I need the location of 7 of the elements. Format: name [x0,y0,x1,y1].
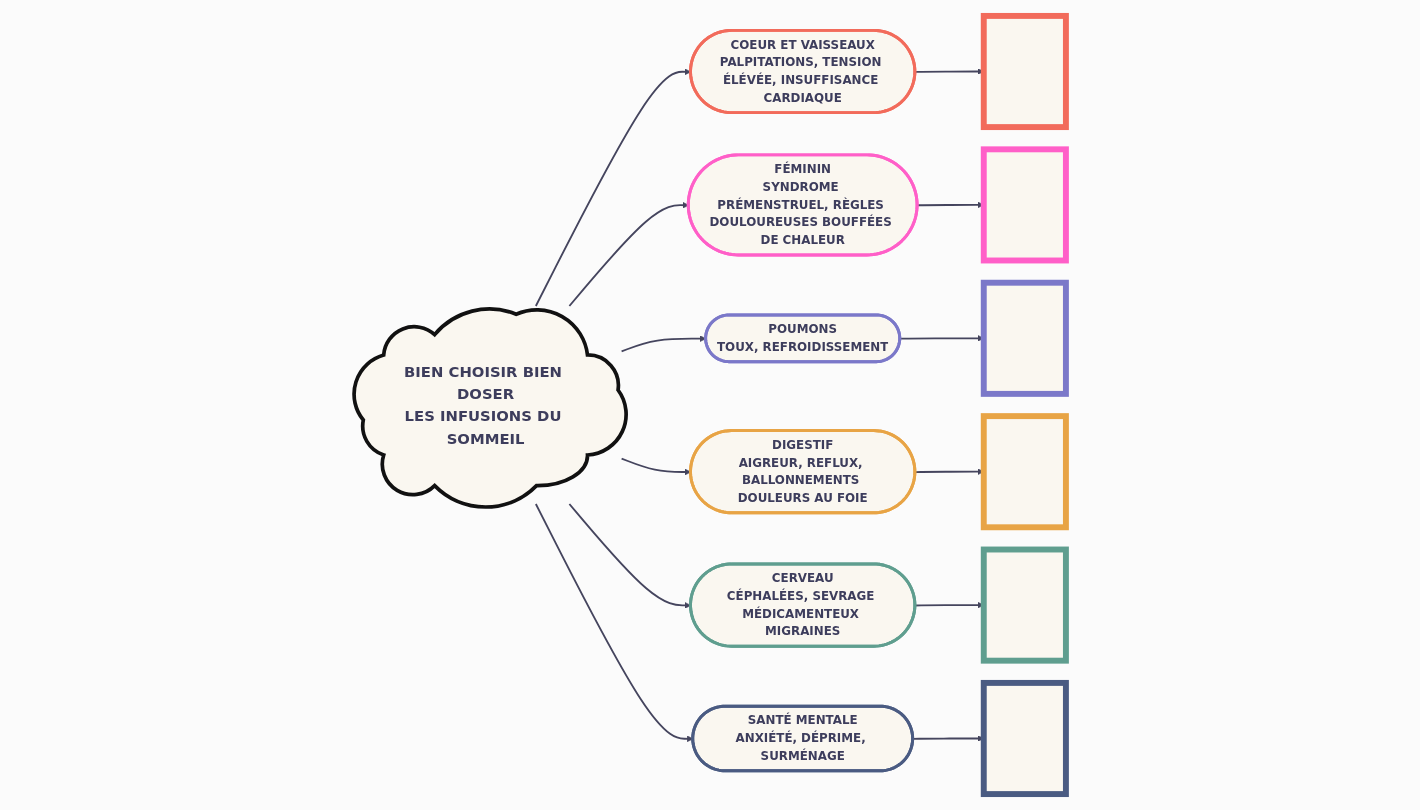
node-box [980,413,1069,531]
node-box [980,12,1069,131]
node-box [980,546,1069,664]
arrow [568,201,689,307]
node-box [980,679,1069,798]
node-box [980,279,1069,397]
node-box [980,146,1069,264]
